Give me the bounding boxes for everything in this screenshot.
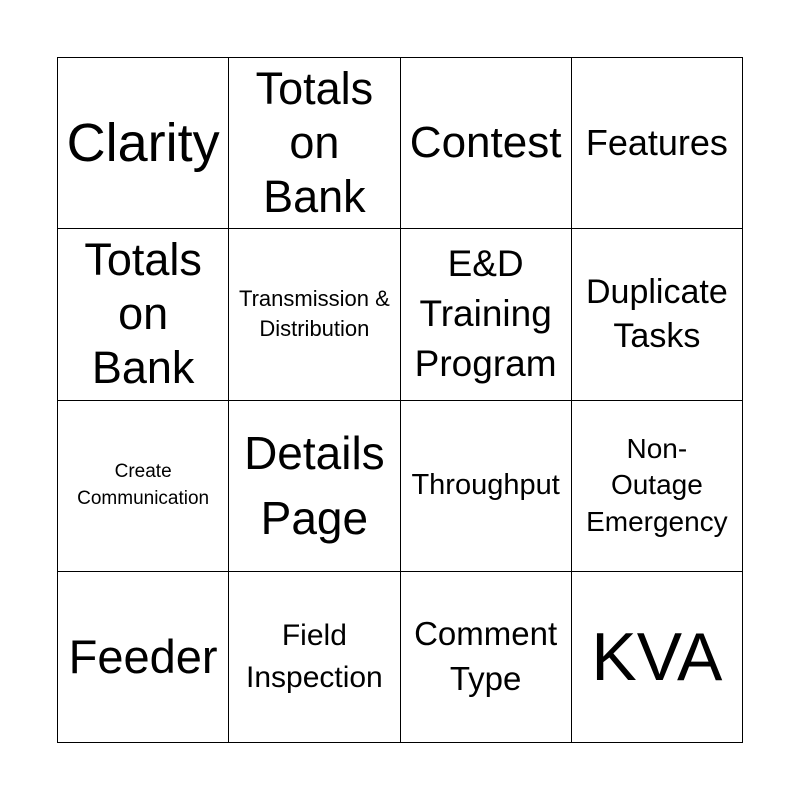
cell-label: E&D Training Program [414, 243, 557, 385]
bingo-cell-r2c2[interactable]: Transmission & Distribution [229, 229, 401, 401]
cell-label: Contest [409, 118, 562, 168]
bingo-cell-r4c4[interactable]: KVA [571, 571, 743, 743]
bingo-cell-r2c4[interactable]: Duplicate Tasks [571, 229, 743, 401]
cell-label: Totals on Bank [255, 63, 374, 223]
bingo-cell-r4c2[interactable]: Field Inspection [229, 571, 401, 743]
bingo-cell-r2c3[interactable]: E&D Training Program [400, 229, 572, 401]
bingo-board: Clarity Totals on Bank Contest Features … [57, 57, 743, 743]
bingo-cell-r3c4[interactable]: Non-Outage Emergency [571, 400, 743, 572]
cell-label: Non-Outage Emergency [586, 433, 728, 537]
bingo-cell-r1c2[interactable]: Totals on Bank [229, 58, 401, 230]
bingo-cell-r4c1[interactable]: Feeder [58, 571, 230, 743]
cell-label: Create Communication [77, 461, 210, 509]
cell-label: Clarity [66, 113, 220, 174]
bingo-cell-r1c1[interactable]: Clarity [58, 58, 230, 230]
cell-label: Throughput [411, 469, 560, 502]
cell-label: Details Page [244, 427, 385, 544]
cell-label: Field Inspection [245, 618, 383, 694]
bingo-cell-r1c4[interactable]: Features [571, 58, 743, 230]
cell-label: Duplicate Tasks [586, 273, 728, 356]
bingo-cell-r3c1[interactable]: Create Communication [58, 400, 230, 572]
bingo-cell-r1c3[interactable]: Contest [400, 58, 572, 230]
bingo-cell-r3c3[interactable]: Throughput [400, 400, 572, 572]
bingo-cell-r3c2[interactable]: Details Page [229, 400, 401, 572]
cell-label: Feeder [68, 630, 218, 684]
bingo-cell-r2c1[interactable]: Totals on Bank [58, 229, 230, 401]
cell-label: Transmission & Distribution [238, 285, 390, 342]
cell-label: KVA [591, 618, 723, 695]
cell-label: Totals on Bank [84, 234, 202, 394]
cell-label: Comment Type [414, 615, 558, 697]
bingo-cell-r4c3[interactable]: Comment Type [400, 571, 572, 743]
cell-label: Features [585, 122, 728, 164]
